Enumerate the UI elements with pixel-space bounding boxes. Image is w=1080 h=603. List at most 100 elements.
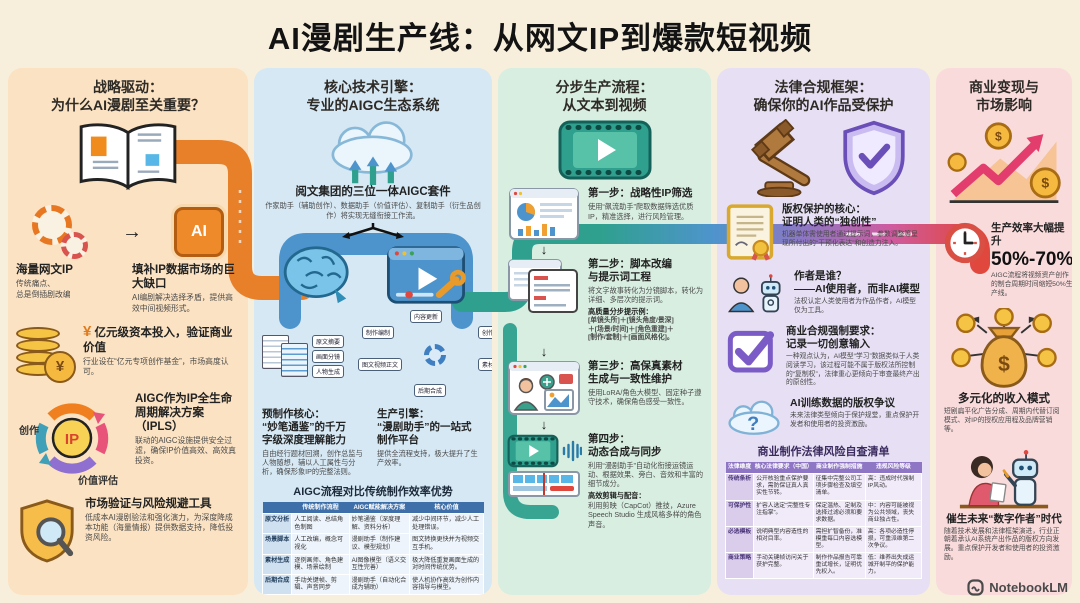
row-label: 必选模板	[724, 525, 755, 553]
item-web-novel-ip: 海量网文IP 传统痛点、 总是倒插剧改编	[16, 263, 124, 313]
col-header: AIGC赋能解决方案	[349, 501, 410, 514]
efficiency-table-title: AIGC流程对比传统制作效率优势	[293, 485, 453, 498]
row-label: 可保护性	[724, 499, 755, 527]
item-copyright-core: 版权保护的核心： 证明人类的“独创性” 机器单体需使用者通过提示词，参数调整等呈…	[725, 203, 922, 261]
col-header: 传统制作流程	[291, 501, 350, 514]
film-clip-icon	[507, 434, 558, 468]
writer-robot-icon	[959, 449, 1049, 509]
cell: 手动关键帧访问关于获护完整。	[753, 551, 814, 580]
step-title: 第一步：战略性IP筛选	[588, 187, 693, 200]
row-label: 商业策略	[724, 551, 755, 580]
panel-legal-header: 法律合规框架： 确保你的AI作品受保护	[753, 79, 894, 114]
cell: 高：违成时代强制IP风动。	[864, 473, 923, 501]
table-row: 商业策略 手动关键帧访问关于获护完整。 制作作品报告可靠重试增长，证明优先权入。…	[724, 551, 923, 580]
down-arrow-icon: ↓	[540, 417, 548, 433]
ai-chip-icon: AI	[174, 207, 224, 258]
script-windows-icon	[508, 259, 578, 314]
step-1: 第一步：战略性IP筛选 使用“飙流助手”爬取数据筛选优质IP，精准选择，进行风险…	[506, 187, 703, 241]
coins-icon: ¥	[16, 323, 76, 383]
cell: 需担扩智备份，准模重每口内容选模型。	[812, 525, 866, 553]
table-row: 素材生成 逐例画师、角色建模、场景绘制 AI图像模型（语义交互性完善） 极大降低…	[261, 553, 484, 575]
item-title: 多元化的收入模式	[958, 393, 1050, 406]
step-2: 第二步：脚本改编 与提示词工程 将文字故事转化为分镜脚本，转化为详细、多层次的提…	[506, 258, 703, 343]
dollar-symbol: $	[995, 130, 1002, 144]
item-digital-author: 催生未来“数字作者”时代 随着技术发展和法律框架演进，行业正朝着承认AI系统产出…	[944, 445, 1064, 563]
item-ip-gap: 填补IP数据市场的巨大缺口 AI编剧解决选择矛盾，提供高效中间视频形式。	[132, 263, 240, 313]
cycle-label-evaluate: 价值评估	[78, 474, 118, 487]
item-sub: 法权认定人类使用者为作品作者，AI模型仅为工具。	[794, 297, 916, 314]
panel-tech-header: 核心技术引擎： 专业的AIGC生态系统	[306, 79, 440, 114]
item-title: 预制作核心： “妙笔通鉴”的千万 字级深度理解能力	[262, 408, 346, 446]
efficiency-table: 传统制作流程 AIGC赋能解决方案 核心价值 原文分析 人工阅读、总结角色制图 …	[261, 501, 484, 595]
doc-analysis-minidiagram: 原文摘要 画面分镜 人物生成	[262, 310, 354, 402]
item-production-engine: 生产引擎： “漫剧助手”的一站式 制作平台 提供全流程支持，极大提升了生产效率。	[377, 408, 484, 476]
row-label: 后期合成	[261, 573, 293, 595]
film-frame-icon	[558, 120, 651, 180]
doc-label: 原文摘要	[312, 334, 345, 348]
item-title: 海量网文IP	[16, 264, 73, 277]
row-label: 传统条析	[724, 473, 755, 501]
analytics-dashboard-icon	[509, 188, 579, 241]
watermark-text: NotebookLM	[989, 580, 1068, 595]
item-sub: 随着技术发展和法律框架演进，行业正朝着承认AI系统产出作品的版权方向发展。重点保…	[944, 527, 1060, 562]
item-revenue: $ 多元化的收入模式 短剧扁平化广告分成、周期内代替订阅模式、对IP的授权应用程…	[944, 308, 1064, 435]
item-sub: AI编剧解决选择矛盾，提供高效中间视频形式。	[132, 293, 233, 313]
item-authorship: 作者是谁？ ——AI使用者，而非AI模型 法权认定人类使用者为作品作者，AI模型…	[725, 270, 922, 316]
cycle-label-create: 创作	[18, 424, 39, 437]
dollar-symbol: $	[1041, 175, 1049, 191]
panel-workflow: 分步生产流程： 从文本到视频	[498, 68, 711, 595]
yen-coin-icon: ¥	[44, 350, 76, 383]
step-sub: 将文字故事转化为分镜脚本，转化为详细、多层次的提示词。	[588, 285, 704, 305]
page-title: AI漫剧生产线：从网文IP到爆款短视频	[267, 21, 813, 56]
question-mark: ?	[747, 413, 759, 435]
item-title: 填补IP数据市场的巨大缺口	[132, 264, 235, 291]
split-arrows-icon	[342, 223, 404, 240]
video-editor-icon	[387, 246, 466, 304]
shield-check-icon	[842, 121, 905, 196]
open-book-icon	[79, 123, 177, 191]
cell: 说明典型内容造性的相对目率。	[753, 525, 814, 553]
cell: 妙笔通鉴（深度理解、资料分析）	[348, 513, 411, 535]
cell: 漫剧助手（制作建议、模型规划）	[348, 533, 411, 555]
yen-symbol: ¥	[55, 358, 65, 376]
dubbing-sub: 利用剪映（CapCot）推技，Azure Speech Studio 生成风格多…	[588, 500, 702, 529]
document-blue-icon	[281, 343, 308, 378]
cell: 低：维养出失成运城开制平的保护能力。	[864, 551, 923, 580]
item-efficiency: 生产效率大幅提升 50%-70% AIGC流程将视频资产创作的制合周期时间缩短5…	[944, 222, 1072, 298]
risk-checklist-table: 法律维度 核心法律要求（中国） 商业制作强制措施 违规风险等级 传统条析 公开核…	[724, 462, 923, 580]
item-preproduction: 预制作核心： “妙笔通鉴”的千万 字级深度理解能力 自由经行题材回溯，创作总监与…	[262, 408, 369, 476]
cloud-upload-icon	[331, 121, 413, 186]
cycle-box: 创作建议	[477, 326, 492, 340]
table-row: 原文分析 人工阅读、总结角色制图 妙笔通鉴（深度理解、资料分析） 减少中间环节，…	[261, 513, 484, 535]
item-ipls: IP 创作 价值评估 AIGC作为IP全生命周期解决方案（IPLS） 联动的AI…	[16, 392, 240, 488]
item-sub: 自由经行题材回溯，创作总监与人物随想，辅以人工属性与分析，确保形象IP的完整法则…	[262, 448, 363, 477]
growth-chart-icon: $ $	[947, 122, 1061, 204]
cell: 使人机协作高效为创作内容指导与模型。	[409, 573, 484, 595]
item-sub: 行业设在“亿元专项创作基金”，市场高度认可。	[83, 356, 229, 377]
cell: 人工改编，概念可视化	[291, 533, 350, 555]
table-row: 传统条析 公开核验重点保护要求，需防保证真人真实性节转。 征集中完整公司工项步骤…	[724, 473, 923, 501]
user-robot-icon	[728, 274, 781, 313]
step-sub: 使用LoRA/角色大模型、固定种子遵守技术，确保角色感受一致性。	[588, 387, 702, 407]
cell: 制作作品报告可靠重试增长，证明优先权入。	[812, 551, 866, 580]
step-sub: 利用“漫剧助手”自动化衔接运镜运动、根据效果、旁白、音效和丰富的细节成分。	[588, 460, 704, 489]
prompt-example-label: 高质量分步提示例：	[588, 306, 653, 316]
notebooklm-logo-icon	[967, 579, 984, 596]
item-sub: 一种观点认为，AI模型“学习”数据类似于人类阅读学习，该过程可能不属于版权法所控…	[786, 352, 920, 387]
step-sub: 使用“飙流助手”爬取数据筛选优质IP，精准选择，进行风险管理。	[588, 202, 694, 221]
dubbing-label: 高效剪辑与配音：	[588, 490, 646, 500]
efficiency-percentage: 50%-70%	[991, 248, 1072, 270]
clock-icon	[944, 223, 986, 264]
audio-waveform-icon	[562, 440, 582, 462]
col-header: 商业制作强制措施	[813, 462, 866, 474]
item-title: AI训练数据的版权争议	[790, 397, 895, 410]
cell: 人工阅读、总结角色制图	[291, 513, 350, 535]
item-sub: 机器单体需使用者通过提示词，参数调整等呈现所付出的“干预化表达”和创造力注入。	[782, 230, 918, 247]
item-sub: 未来法律类型倾向于保护规堂，重点保护开发者和使用者的投资激励。	[790, 412, 920, 428]
gears-icon	[32, 205, 90, 260]
ip-lifecycle-icon: IP 创作 价值评估	[18, 403, 118, 487]
risk-table-title: 商业制作法律风险自查清单	[757, 446, 890, 459]
cell: 公开核验重点保护要求，需防保证真人真实性节转。	[753, 473, 814, 501]
step-title: 第四步： 动态合成与同步	[588, 433, 662, 458]
cell: 保定温热、定制及选择过滤必须和要求数据。	[812, 499, 866, 527]
